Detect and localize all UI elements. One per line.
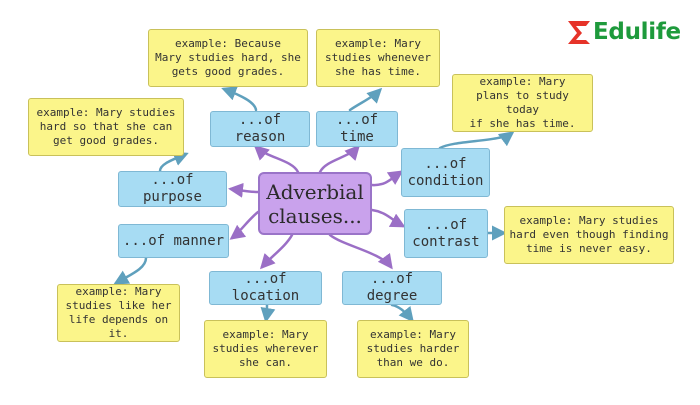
example-line: gets good grades. xyxy=(171,65,285,78)
link-location-example xyxy=(260,303,276,323)
center-node-adverbial-clauses: Adverbial clauses... xyxy=(258,172,372,235)
link-center-location xyxy=(259,233,294,270)
example-manner: example: Mary studies like her life depe… xyxy=(57,284,180,342)
example-line: example: Because xyxy=(175,37,281,50)
example-condition: example: Mary plans to study today if sh… xyxy=(452,74,593,132)
example-line: studies like her xyxy=(65,299,172,312)
example-line: Mary studies hard, she xyxy=(155,51,301,64)
link-center-purpose xyxy=(228,182,260,198)
example-line: plans to study today xyxy=(476,89,569,116)
link-center-degree xyxy=(328,233,393,270)
node-label-line: contrast xyxy=(412,233,480,250)
node-label-line: ...of xyxy=(424,155,467,172)
example-line: example: Mary xyxy=(369,328,457,341)
link-degree-example xyxy=(390,303,414,323)
example-line: studies wherever xyxy=(212,342,319,355)
example-line: example: Mary studies xyxy=(36,106,176,119)
node-label-line: condition xyxy=(407,172,484,189)
link-purpose-example xyxy=(158,151,189,173)
link-manner-example xyxy=(113,256,148,285)
link-reason-example xyxy=(221,86,258,112)
example-line: studies harder xyxy=(366,342,460,355)
node-label-line: ...of xyxy=(424,216,468,233)
link-condition-example xyxy=(438,131,515,150)
example-line: she can. xyxy=(239,356,292,369)
link-center-manner xyxy=(229,210,260,240)
brand-name: Edulife xyxy=(593,19,681,45)
node-contrast: ...of contrast xyxy=(404,209,488,258)
center-line: clauses... xyxy=(268,203,362,228)
node-manner: ...of manner xyxy=(118,224,229,258)
example-line: life depends on it. xyxy=(68,313,169,340)
node-reason: ...of reason xyxy=(210,111,310,147)
node-location: ...of location xyxy=(209,271,322,305)
node-condition: ...of condition xyxy=(401,148,490,197)
example-reason: example: Because Mary studies hard, she … xyxy=(148,29,308,87)
example-purpose: example: Mary studies hard so that she c… xyxy=(28,98,184,156)
node-time: ...of time xyxy=(316,111,398,147)
example-line: get good grades. xyxy=(53,134,159,147)
link-time-example xyxy=(348,87,383,112)
example-line: example: Mary studies xyxy=(519,214,659,227)
example-time: example: Mary studies whenever she has t… xyxy=(316,29,440,87)
example-degree: example: Mary studies harder than we do. xyxy=(357,320,469,378)
example-line: if she has time. xyxy=(469,117,576,130)
example-line: hard even though finding xyxy=(509,228,669,241)
edulife-mark-icon xyxy=(568,21,590,44)
example-line: studies whenever xyxy=(325,51,431,64)
example-line: example: Mary xyxy=(222,328,309,341)
example-line: time is never easy. xyxy=(526,242,652,255)
example-line: she has time. xyxy=(334,65,422,78)
link-center-reason xyxy=(253,144,300,174)
link-center-time xyxy=(318,144,361,174)
example-line: example: Mary xyxy=(75,285,162,298)
example-line: example: Mary xyxy=(334,37,422,50)
brand-logo: Edulife xyxy=(566,18,681,46)
node-purpose: ...of purpose xyxy=(118,171,227,207)
link-center-condition xyxy=(370,170,404,187)
link-center-contrast xyxy=(370,208,406,228)
node-degree: ...of degree xyxy=(342,271,442,305)
center-line: Adverbial xyxy=(266,179,364,204)
example-location: example: Mary studies wherever she can. xyxy=(204,320,327,378)
example-contrast: example: Mary studies hard even though f… xyxy=(504,206,674,264)
example-line: hard so that she can xyxy=(39,120,173,133)
example-line: example: Mary xyxy=(479,75,566,88)
example-line: than we do. xyxy=(376,356,450,369)
